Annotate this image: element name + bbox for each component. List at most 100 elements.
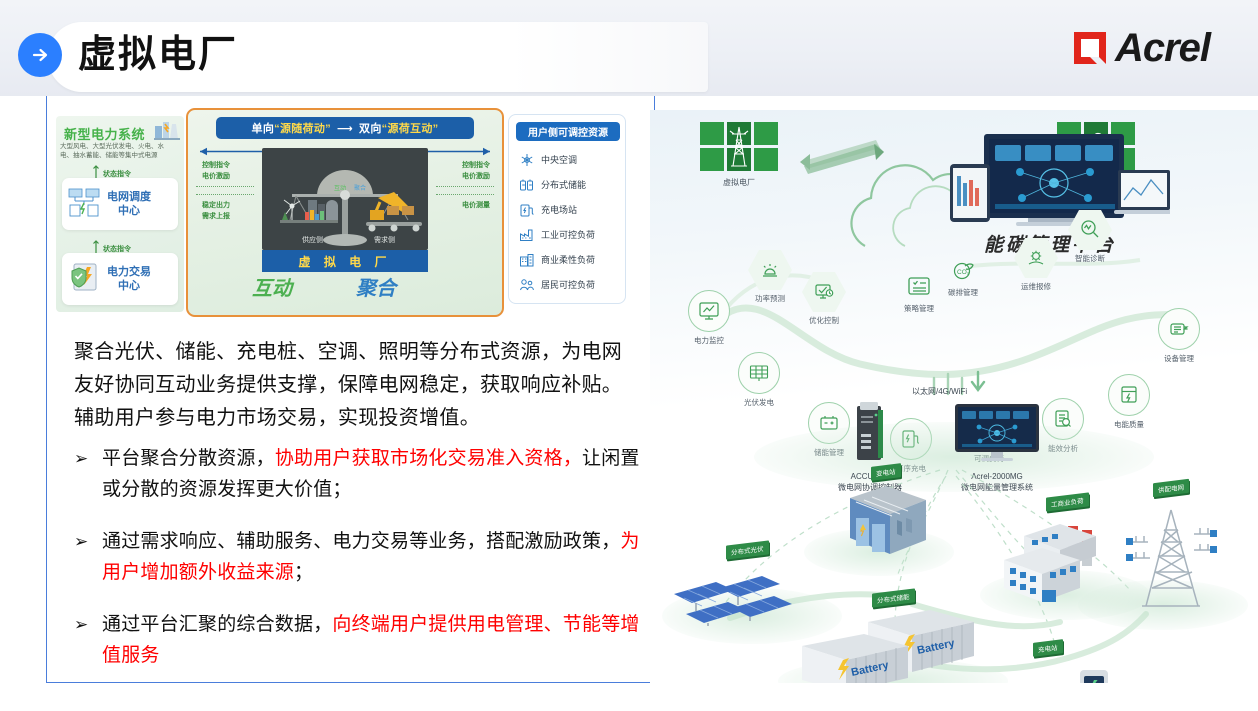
node-power-forecast[interactable]: 功率预测 <box>748 250 792 304</box>
acrel-logo-text: Acrel <box>1114 26 1211 70</box>
left-panel-subtitle: 大型风电、大型光伏发电、火电、水电、抽水蓄能、储能等集中式电源 <box>60 143 164 159</box>
scene-distributed-storage[interactable]: 分布式储能 Battery Battery <box>798 588 988 683</box>
node-optimized-control[interactable]: 优化控制 <box>802 272 846 326</box>
grid-tiles <box>700 122 778 172</box>
svg-text:聚合: 聚合 <box>354 184 366 192</box>
page-title: 虚拟电厂 <box>78 34 239 76</box>
direction-banner: 单向 “源随荷动” ⟶ 双向 “源荷互动” <box>216 117 474 139</box>
substation-icon <box>850 486 926 554</box>
power-quality-icon <box>1108 374 1150 416</box>
node-label: 碳排管理 <box>948 288 978 297</box>
scene-industrial-commercial-load[interactable]: 工商业负荷 <box>1002 492 1132 611</box>
network-protocol-label: 以太网/4G/WiFi <box>912 387 968 396</box>
vpp-tile-label: 虚拟电厂 <box>723 178 755 187</box>
user-side-resources-title: 用户侧可调控资源 <box>516 122 620 141</box>
svg-text:CO₂: CO₂ <box>957 269 970 276</box>
resource-item-industrial-load[interactable]: 工业可控负荷 <box>519 222 623 247</box>
bullet-marker-icon: ➢ <box>74 449 89 468</box>
resource-label: 商业柔性负荷 <box>541 255 596 265</box>
node-label: 优化控制 <box>809 316 839 325</box>
resource-item-charging-station[interactable]: 充电场站 <box>519 197 623 222</box>
intro-paragraph: 聚合光伏、储能、充电桩、空调、照明等分布式资源，为电网友好协同互动业务提供支撑，… <box>74 341 623 429</box>
arrow-right-circle-icon <box>18 33 62 77</box>
scene-sign: 充电站 <box>1033 639 1063 657</box>
scene-sign: 工商业负荷 <box>1045 492 1089 512</box>
power-plant-icon <box>154 118 180 140</box>
user-side-resources-list: 中央空调 分布式储能 <box>519 147 623 297</box>
transmission-tower-icon <box>1126 509 1217 607</box>
resource-label: 居民可控负荷 <box>541 280 596 290</box>
node-carbon-emission[interactable]: CO₂ 碳排管理 <box>946 256 980 298</box>
node-label: 电力监控 <box>694 336 724 345</box>
new-power-system-panel: 新型电力系统 大型风电、大型光伏发电、火电、水电、抽水蓄能、储能等集中式电源 状… <box>56 116 184 312</box>
device-manage-icon <box>1158 308 1200 350</box>
resource-item-distributed-storage[interactable]: 分布式储能 <box>519 172 623 197</box>
bullet-list: ➢ 平台聚合分散资源，协助用户获取市场化交易准入资格，让闲置或分散的资源发挥更大… <box>74 443 640 692</box>
resource-item-central-ac[interactable]: 中央空调 <box>519 147 623 172</box>
node-power-quality[interactable]: 电能质量 <box>1108 374 1150 430</box>
node-label: 运维报修 <box>1021 282 1051 291</box>
acrel-logo: Acrel <box>1071 26 1211 70</box>
vpp-balance-panel: 单向 “源随荷动” ⟶ 双向 “源荷互动” 控制指令电价激励 稳定出力需求上报 … <box>186 108 504 317</box>
svg-text:互动: 互动 <box>334 185 346 192</box>
node-label: 光伏发电 <box>744 398 774 407</box>
grid-dispatch-center-box: 电网调度中心 <box>62 178 178 230</box>
residents-icon <box>519 277 535 293</box>
status-arrow-1-label: 状态指令 <box>103 171 131 178</box>
uplink-arrows-icon <box>932 370 986 396</box>
vpp-label: 虚 拟 电 厂 <box>262 250 428 272</box>
scene-distributed-pv[interactable]: 分布式光伏 <box>672 540 822 631</box>
power-trading-center-label: 电力交易中心 <box>107 266 151 292</box>
exchange-arrows-icon <box>800 140 884 174</box>
scene-sign: 分布式储能 <box>871 588 915 608</box>
demand-side-label: 需求侧 <box>374 235 395 244</box>
node-smart-diagnosis[interactable]: 智能诊断 <box>1068 210 1112 264</box>
battery-container-icon: Battery Battery <box>802 610 974 683</box>
monitor-screen-icon <box>955 404 1039 461</box>
list-item: ➢ 通过需求响应、辅助服务、电力交易等业务，搭配激励政策，为用户增加额外收益来源… <box>74 526 640 588</box>
left-panel-title: 新型电力系统 <box>64 127 146 142</box>
acrel-logo-mark <box>1071 29 1109 67</box>
right-dash-1 <box>436 186 494 187</box>
resource-item-commercial-load[interactable]: 商业柔性负荷 <box>519 247 623 272</box>
resource-item-residential-load[interactable]: 居民可控负荷 <box>519 272 623 297</box>
left-feedback-text: 稳定出力需求上报 <box>202 202 230 220</box>
node-strategy-management[interactable]: 策略管理 <box>902 272 936 314</box>
calligraphy-interaction: 互动 <box>252 278 292 300</box>
page-header: 虚拟电厂 Acrel <box>0 0 1258 96</box>
scene-power-grid[interactable]: 供配电网 <box>1106 478 1236 619</box>
resource-label: 中央空调 <box>541 155 578 165</box>
node-pv-generation[interactable]: 光伏发电 <box>738 352 780 408</box>
right-feedback-text: 电价测量 <box>462 202 490 209</box>
scene-charging-station[interactable]: 充电站 <box>968 638 1128 683</box>
list-item: ➢ 通过平台汇聚的综合数据，向终端用户提供用电管理、节能等增值服务 <box>74 609 640 671</box>
balance-scale-scene: 互动 聚合 <box>262 148 428 250</box>
node-maintenance[interactable]: 运维报修 <box>1014 238 1058 292</box>
strategy-list-icon <box>902 272 936 300</box>
node-label: 策略管理 <box>904 304 934 313</box>
title-plate <box>48 22 708 92</box>
left-control-text: 控制指令电价激励 <box>202 162 230 180</box>
node-power-monitoring[interactable]: 电力监控 <box>688 290 730 346</box>
scene-substation[interactable]: 变电站 <box>836 462 936 565</box>
alarm-light-icon <box>748 250 792 290</box>
node-device-management[interactable]: 设备管理 <box>1158 308 1200 364</box>
virtual-power-plant-tile: 虚拟电厂 <box>700 122 778 188</box>
factory-building-icon <box>1004 524 1096 602</box>
resource-label: 工业可控负荷 <box>541 230 596 240</box>
controller-device-icon <box>857 402 883 460</box>
co2-leaf-icon: CO₂ <box>946 256 980 284</box>
bullet-marker-icon: ➢ <box>74 532 89 551</box>
scene-sign: 供配电网 <box>1153 478 1189 498</box>
bullet-text: 通过需求响应、辅助服务、电力交易等业务，搭配激励政策，为用户增加额外收益来源； <box>102 531 640 583</box>
status-arrow-2-label: 状态指令 <box>103 246 131 253</box>
node-label: 功率预测 <box>755 294 785 303</box>
node-label: 电能质量 <box>1114 420 1144 429</box>
left-dash-2 <box>196 194 254 195</box>
dashboard-screens-icon <box>950 134 1170 226</box>
